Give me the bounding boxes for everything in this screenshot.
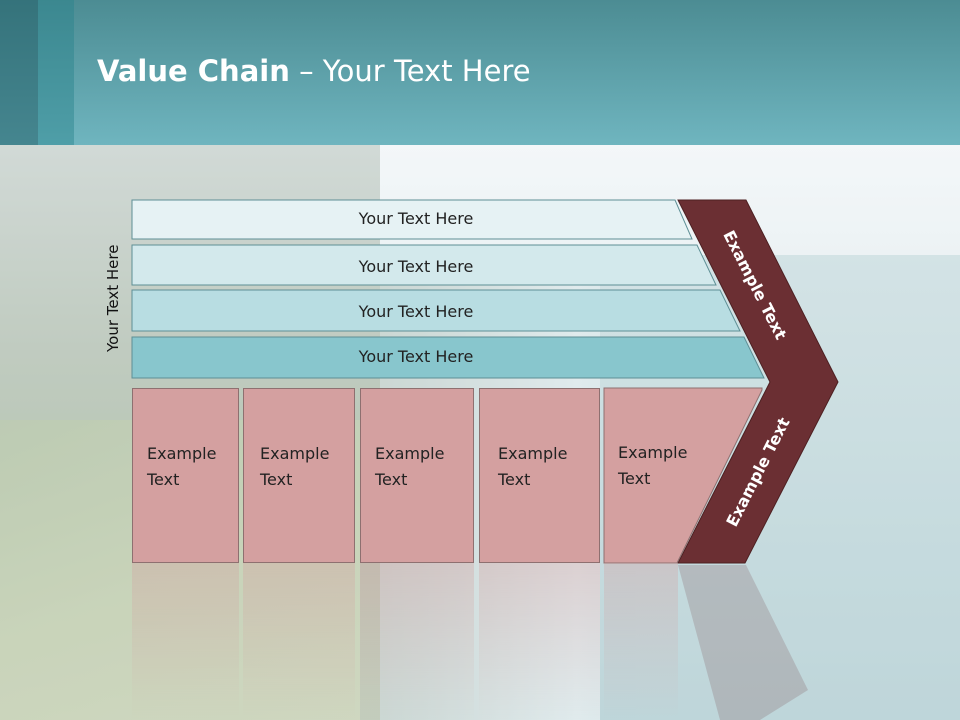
chevron-arrow[interactable] bbox=[677, 199, 839, 564]
band-label-1: Your Text Here bbox=[358, 209, 474, 228]
box-text-line: Example bbox=[375, 444, 445, 463]
header-accent-bar bbox=[38, 0, 74, 145]
band-1[interactable] bbox=[131, 199, 693, 240]
box-text-line: Example bbox=[260, 444, 330, 463]
box-text-line: Text bbox=[498, 470, 531, 489]
band-3[interactable] bbox=[131, 289, 741, 332]
band-label-3: Your Text Here bbox=[358, 302, 474, 321]
box-text-line: Example bbox=[147, 444, 217, 463]
box-text-line: Example bbox=[498, 444, 568, 463]
header-accent-bar bbox=[0, 0, 38, 145]
slide-title[interactable]: Value Chain – Your Text Here bbox=[97, 54, 531, 94]
title-bold: Value Chain bbox=[97, 54, 290, 88]
title-rest: – Your Text Here bbox=[289, 54, 531, 88]
box-text-line: Text bbox=[147, 470, 180, 489]
band-2[interactable] bbox=[131, 244, 717, 286]
box-text-line: Text bbox=[375, 470, 408, 489]
band-label-2: Your Text Here bbox=[358, 257, 474, 276]
band-4[interactable] bbox=[131, 336, 765, 379]
box-text-line: Example bbox=[618, 443, 688, 462]
box-text-line: Text bbox=[618, 469, 651, 488]
box-5-shape[interactable] bbox=[603, 387, 763, 564]
slide-header: Value Chain – Your Text Here bbox=[0, 0, 960, 145]
chevron-reflection bbox=[678, 565, 808, 720]
band-label-4: Your Text Here bbox=[358, 347, 474, 366]
box-text-line: Text bbox=[260, 470, 293, 489]
